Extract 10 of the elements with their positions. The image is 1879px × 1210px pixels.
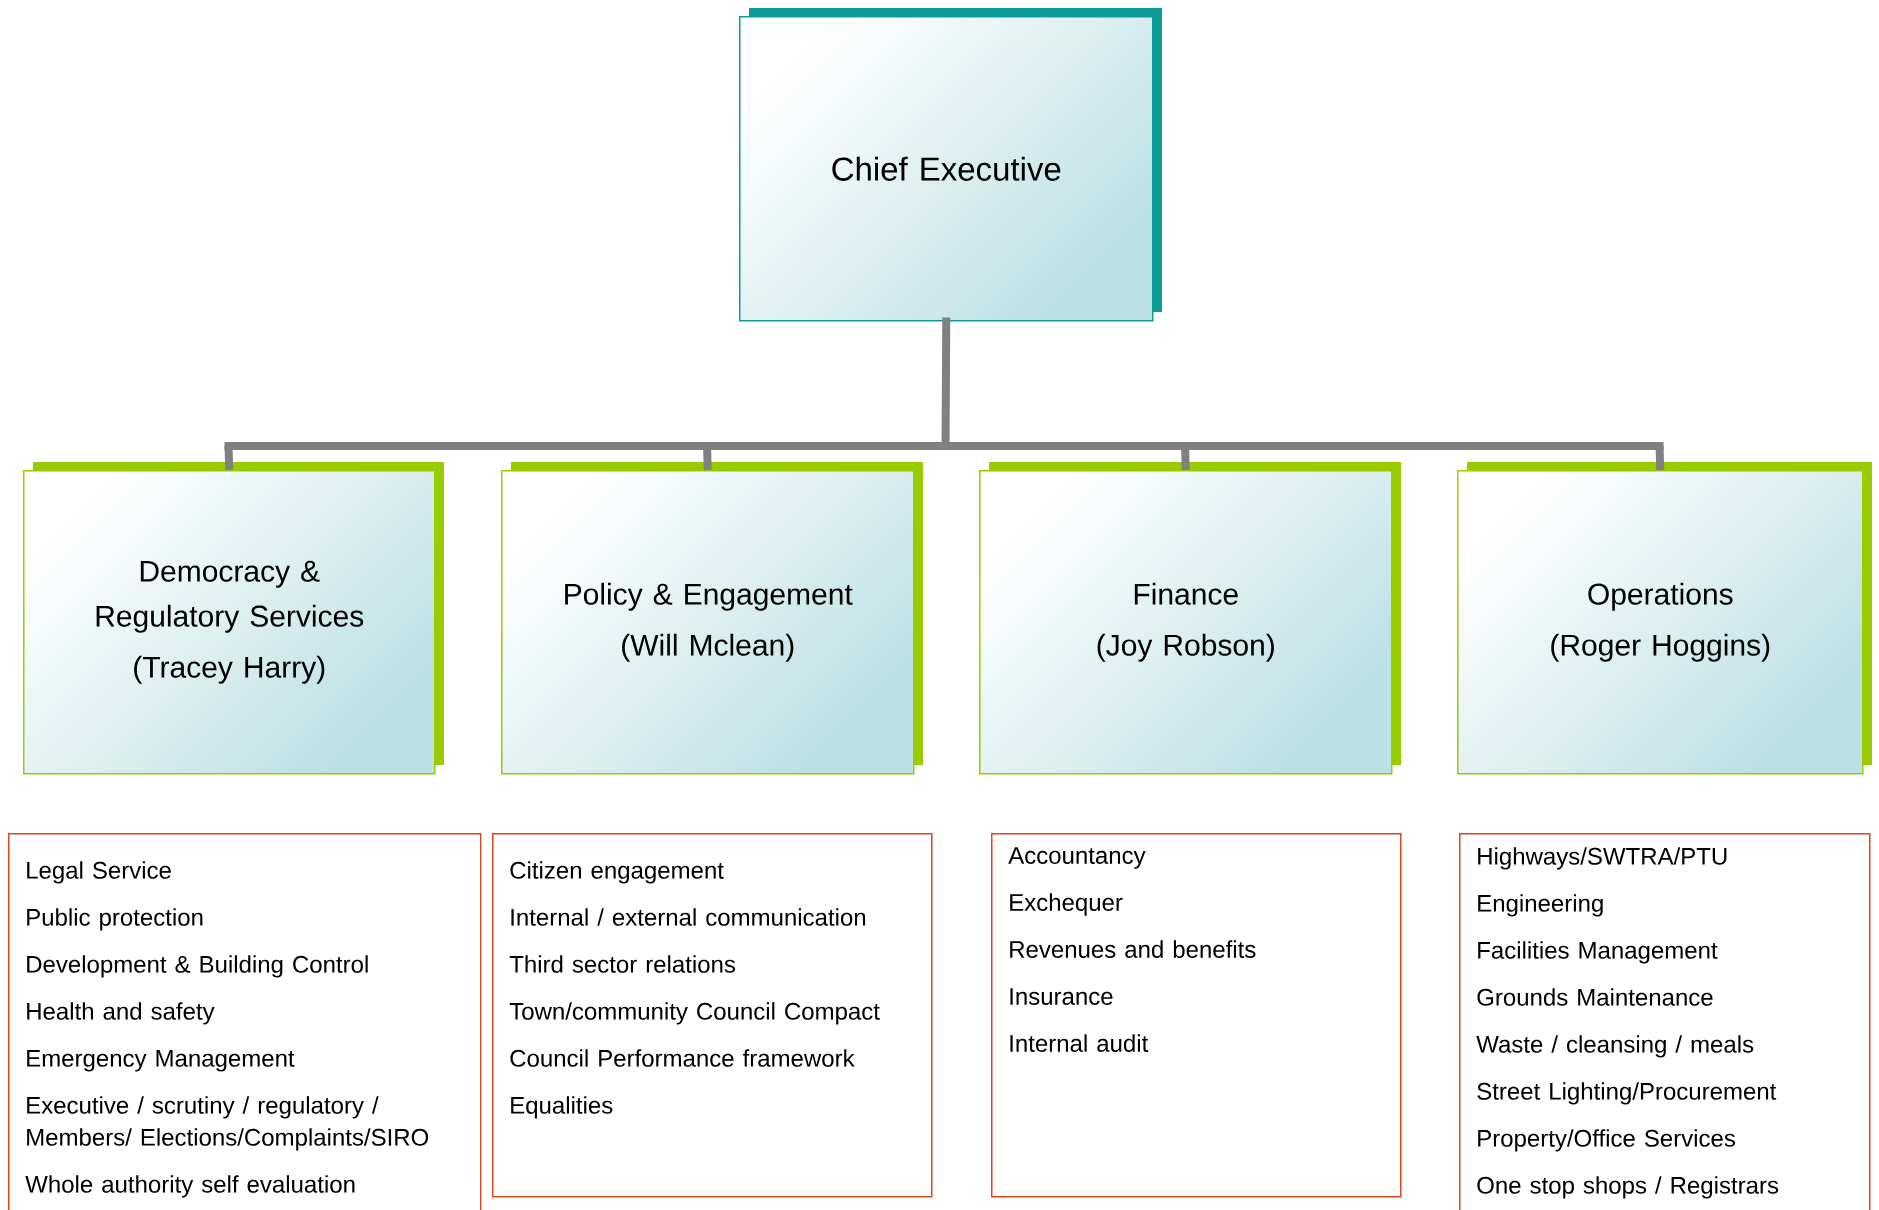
- position-box: Chief Executive: [739, 8, 1162, 322]
- position-box: Democracy & Regulatory Services (Tracey Harry): [23, 462, 444, 775]
- position-box: Policy & Engagement (Will Mclean): [501, 462, 923, 775]
- position-box: Finance (Joy Robson): [979, 462, 1401, 775]
- connector-line: [224, 317, 1664, 450]
- duties-box: Citizen engagement Internal / external communication Third sector relations Town/community Council Compact Council Performance framework Equalities: [492, 833, 933, 1198]
- position-box: Operations (Roger Hoggins): [1457, 462, 1872, 775]
- duties-box: Highways/SWTRA/PTU Engineering Facilities Management Grounds Maintenance Waste / cleansing / meals Street Lighting/Procurement Property/Office Services One stop shops / Registrars: [1459, 833, 1871, 1210]
- duties-box: Legal Service Public protection Development & Building Control Health and safety Emergency Management Executive / scrutiny / regulatory / Members/ Elections/Complaints/SIRO Whole authority self evaluation: [8, 833, 482, 1210]
- duties-box: Accountancy Exchequer Revenues and benefits Insurance Internal audit: [991, 833, 1402, 1198]
